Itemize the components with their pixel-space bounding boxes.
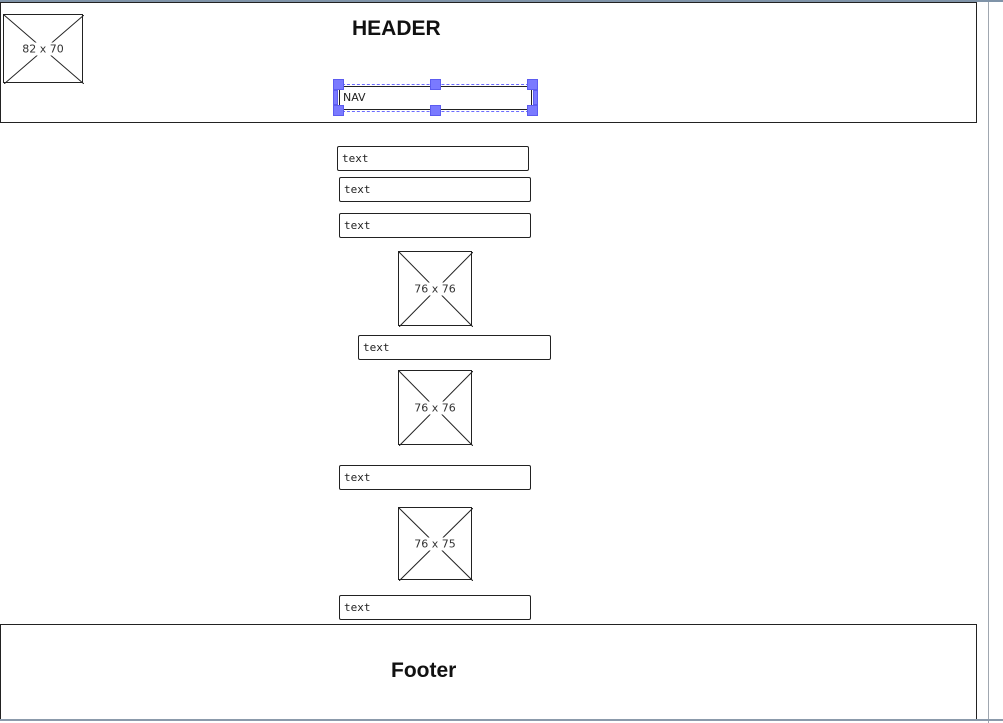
content-image-placeholder[interactable]: 76 x 76 bbox=[398, 251, 473, 327]
content-image-placeholder[interactable]: 76 x 75 bbox=[398, 507, 473, 581]
footer-title: Footer bbox=[391, 659, 457, 682]
canvas-bottom-edge bbox=[0, 719, 1003, 721]
content-image-placeholder[interactable]: 76 x 76 bbox=[398, 370, 473, 446]
text-box[interactable]: text bbox=[358, 335, 551, 360]
image-size-label: 82 x 70 bbox=[21, 42, 65, 55]
image-size-label: 76 x 76 bbox=[413, 282, 457, 295]
header-title: HEADER bbox=[352, 17, 441, 40]
logo-image-placeholder[interactable]: 82 x 70 bbox=[3, 14, 84, 84]
resize-handle-left[interactable] bbox=[333, 90, 338, 105]
resize-handle-top-left[interactable] bbox=[333, 79, 344, 90]
resize-handle-right[interactable] bbox=[533, 90, 538, 105]
text-box[interactable]: text bbox=[339, 465, 531, 490]
image-size-label: 76 x 76 bbox=[413, 401, 457, 414]
nav-selection[interactable]: NAV bbox=[333, 79, 538, 116]
canvas-right-edge bbox=[988, 2, 989, 723]
resize-handle-bottom[interactable] bbox=[430, 105, 441, 116]
resize-handle-top[interactable] bbox=[430, 79, 441, 90]
resize-handle-top-right[interactable] bbox=[527, 79, 538, 90]
resize-handle-bottom-left[interactable] bbox=[333, 105, 344, 116]
text-box[interactable]: text bbox=[339, 213, 531, 238]
footer-section[interactable] bbox=[0, 624, 977, 721]
image-size-label: 76 x 75 bbox=[413, 537, 457, 550]
resize-handle-bottom-right[interactable] bbox=[527, 105, 538, 116]
text-box[interactable]: text bbox=[339, 595, 531, 620]
text-box[interactable]: text bbox=[337, 146, 529, 171]
text-box[interactable]: text bbox=[339, 177, 531, 202]
window-top-border bbox=[0, 0, 1003, 2]
